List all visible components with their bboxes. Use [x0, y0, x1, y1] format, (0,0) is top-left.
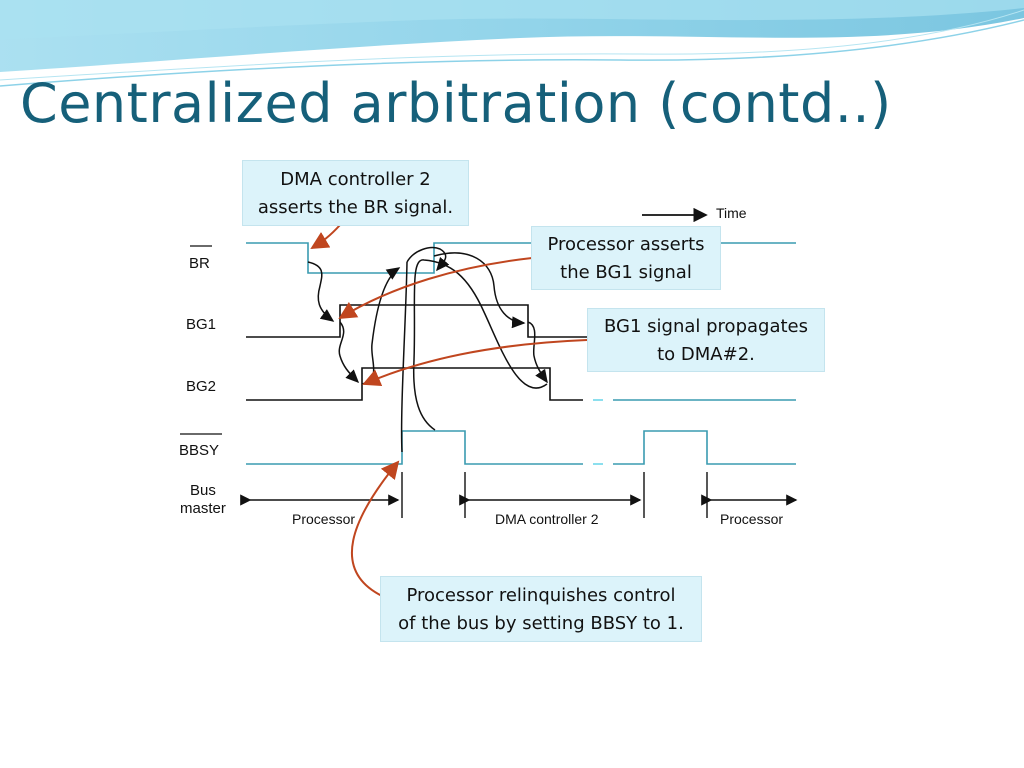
slide-title: Centralized arbitration (contd..): [20, 72, 892, 135]
segment-label-processor-1: Processor: [292, 511, 355, 527]
header-wave-decoration: [0, 0, 1024, 87]
signal-label-bbsy-text: BBSY: [179, 442, 219, 459]
waveform-bbsy-tail: [593, 430, 796, 465]
bus-master-timeline: [240, 472, 798, 518]
callout-processor-asserts-bg1: Processor asserts the BG1 signal: [531, 226, 721, 290]
signal-label-bg1: BG1: [186, 316, 216, 333]
signal-label-br-text: BR: [189, 255, 210, 272]
callout-dma-asserts-br: DMA controller 2 asserts the BR signal.: [242, 160, 469, 226]
waveform-bbsy: [246, 430, 583, 465]
causal-arrows: [307, 246, 548, 453]
time-label: Time: [716, 205, 747, 221]
signal-label-bbsy: BBSY: [179, 433, 222, 459]
segment-label-processor-2: Processor: [720, 511, 783, 527]
waveform-br: [246, 242, 796, 274]
callout-bg1-propagates: BG1 signal propagates to DMA#2.: [587, 308, 825, 372]
signal-label-bg2: BG2: [186, 378, 216, 395]
bus-master-label-line2: master: [180, 500, 226, 517]
bus-master-label-line1: Bus: [190, 482, 216, 499]
callout-processor-relinquishes: Processor relinquishes control of the bu…: [380, 576, 702, 642]
signal-label-br: BR: [189, 245, 212, 272]
callout-pointers: [310, 224, 588, 597]
waveform-bg1: [246, 304, 587, 338]
segment-label-dma-controller-2: DMA controller 2: [495, 511, 599, 527]
waveform-bg2: [246, 367, 583, 401]
